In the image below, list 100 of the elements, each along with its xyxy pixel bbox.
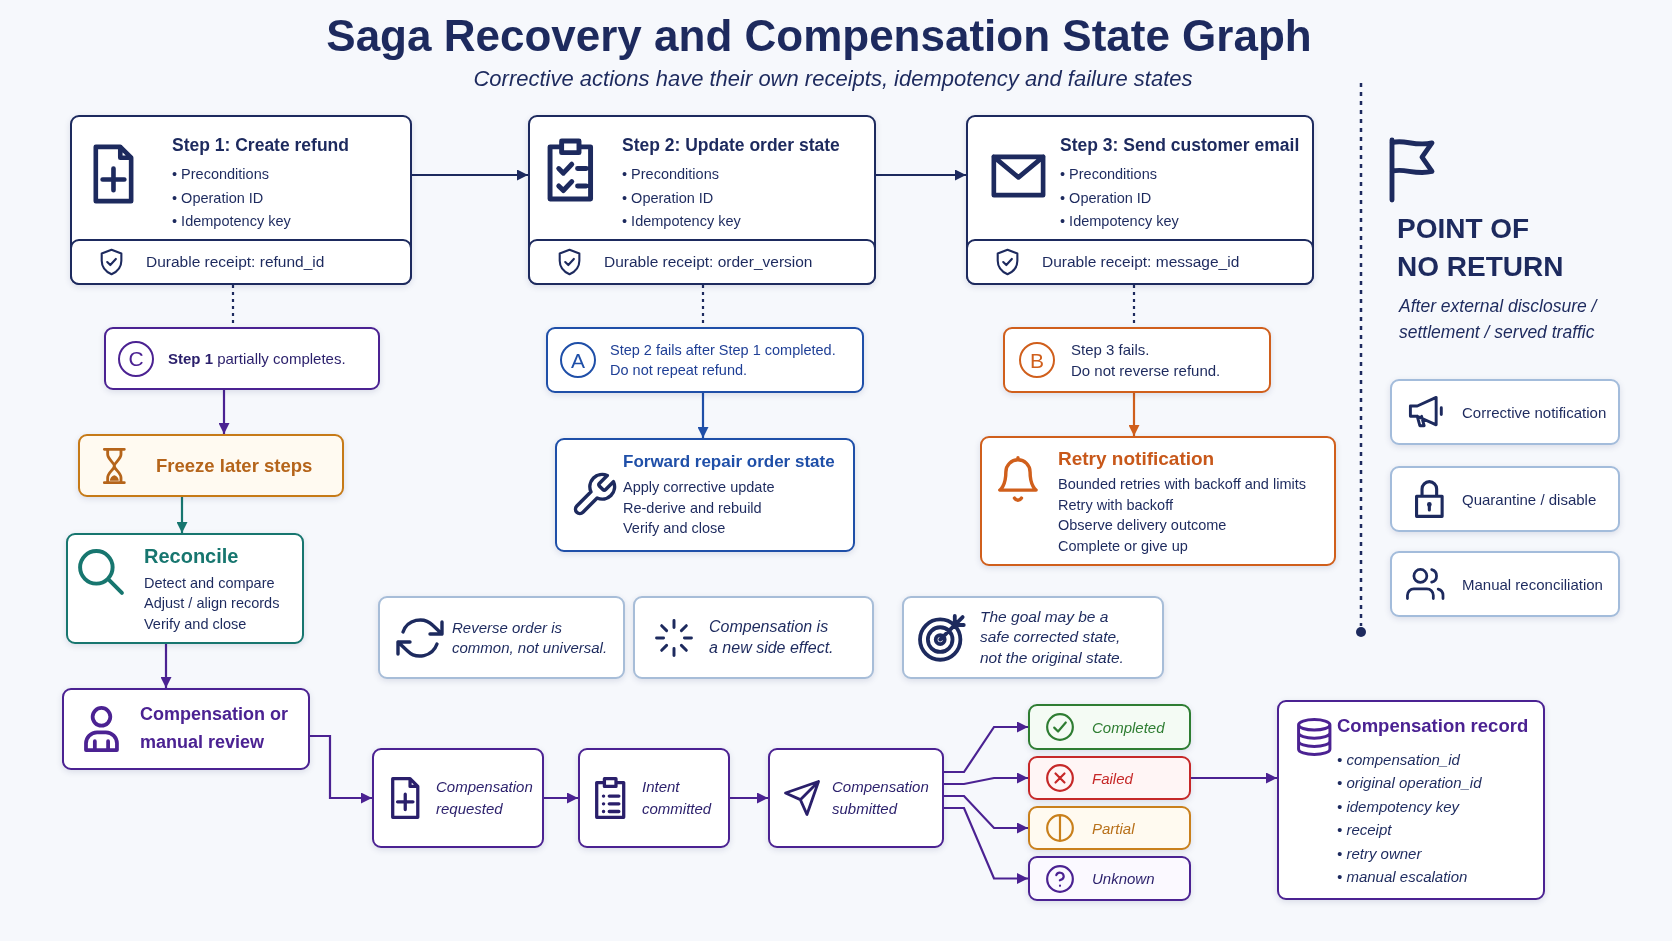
option-card bbox=[1390, 379, 1620, 445]
body-text: Apply corrective update bbox=[623, 478, 775, 498]
list-item: • Operation ID bbox=[622, 188, 714, 208]
arrow bbox=[944, 806, 1028, 884]
node-title: Freeze later steps bbox=[156, 453, 313, 478]
letter-badge: A bbox=[560, 342, 596, 378]
list-item: • Preconditions bbox=[1060, 165, 1157, 184]
outcome-box bbox=[1028, 704, 1191, 750]
body-text: Do not repeat refund. bbox=[610, 361, 748, 380]
node-title: Forward repair order state bbox=[623, 451, 835, 474]
list-item: • Idempotency key bbox=[622, 212, 741, 231]
body-text: Observe delivery outcome bbox=[1058, 516, 1227, 536]
node-label: Intent committed bbox=[642, 777, 713, 819]
arrow bbox=[944, 772, 1028, 786]
arrow bbox=[944, 721, 1028, 774]
receipt-band bbox=[528, 239, 876, 285]
arrow bbox=[544, 792, 578, 804]
body-text: Step 3 fails. bbox=[1071, 340, 1150, 360]
arrow bbox=[697, 393, 709, 438]
node-title: Step 2: Update order state bbox=[622, 134, 840, 157]
action-card bbox=[78, 434, 344, 497]
arrow bbox=[310, 734, 372, 804]
receipt-band bbox=[70, 239, 412, 285]
note-text: Reverse order is common, not universal. bbox=[452, 618, 609, 657]
body-text: Re-derive and rebuild bbox=[623, 498, 762, 518]
body-text: Durable receipt: message_id bbox=[1042, 252, 1240, 273]
body-text: Retry with backoff bbox=[1058, 495, 1173, 515]
arrow bbox=[176, 497, 188, 533]
body-text: Complete or give up bbox=[1058, 536, 1188, 556]
arrow bbox=[1128, 393, 1140, 436]
body-text: Do not reverse refund. bbox=[1071, 361, 1221, 381]
node-title: Step 1: Create refund bbox=[172, 134, 349, 157]
body-text: Adjust / align records bbox=[144, 594, 280, 614]
outcome-box bbox=[1028, 806, 1191, 850]
node-title: Compensation or manual review bbox=[140, 703, 289, 754]
receipt-band bbox=[966, 239, 1314, 285]
state-box bbox=[372, 748, 544, 848]
record-card bbox=[1277, 700, 1545, 900]
list-item: • Operation ID bbox=[1060, 188, 1152, 208]
option-card bbox=[1390, 466, 1620, 532]
list-item: • Idempotency key bbox=[1060, 212, 1179, 231]
node-label: Corrective notification bbox=[1462, 402, 1607, 423]
arrow bbox=[944, 794, 1028, 834]
list-item: • compensation_id bbox=[1337, 750, 1460, 770]
subtitle: Corrective actions have their own receipts, idempotency and failure states bbox=[473, 66, 1193, 92]
node-label: Partial bbox=[1092, 818, 1135, 839]
body-text: Durable receipt: refund_id bbox=[146, 252, 325, 273]
outcome-box bbox=[1028, 856, 1191, 901]
body-text: Verify and close bbox=[623, 519, 726, 539]
node-label: Compensation submitted bbox=[832, 777, 930, 819]
node-label: Unknown bbox=[1092, 869, 1155, 889]
node-title: Compensation record bbox=[1337, 714, 1529, 738]
note-card bbox=[633, 596, 874, 679]
list-item: • Operation ID bbox=[172, 188, 264, 208]
scenario-card bbox=[1003, 327, 1271, 393]
node-title: Reconcile bbox=[144, 543, 239, 569]
arrow bbox=[876, 169, 966, 181]
letter-badge: B bbox=[1019, 342, 1055, 378]
step-card bbox=[528, 115, 876, 285]
node-title: Step 3: Send customer email bbox=[1060, 134, 1300, 157]
node-title: Retry notification bbox=[1058, 446, 1215, 471]
action-card bbox=[62, 688, 310, 770]
note-text: After external disclosure / settlement / served traffic bbox=[1399, 295, 1599, 344]
list-item: • idempotency key bbox=[1337, 796, 1459, 817]
title: Saga Recovery and Compensation State Graph bbox=[326, 10, 1312, 62]
action-card bbox=[980, 436, 1336, 566]
action-card bbox=[66, 533, 304, 644]
action-card bbox=[555, 438, 855, 552]
body-text: Verify and close bbox=[144, 614, 247, 634]
body-text: Detect and compare bbox=[144, 573, 275, 593]
arrow bbox=[160, 644, 172, 688]
list-item: • manual escalation bbox=[1337, 867, 1468, 888]
node-label: Compensation requested bbox=[436, 777, 534, 819]
body-text: Step 1 partially completes. bbox=[168, 349, 346, 369]
note-text: Compensation is a new side effect. bbox=[709, 616, 835, 658]
list-item: • Idempotency key bbox=[172, 212, 291, 231]
scenario-card bbox=[546, 327, 864, 393]
arrow bbox=[730, 792, 768, 804]
option-card bbox=[1390, 551, 1620, 617]
arrow bbox=[1191, 772, 1277, 784]
letter-badge: C bbox=[118, 340, 154, 377]
list-item: • Preconditions bbox=[172, 165, 269, 184]
list-item: • retry owner bbox=[1337, 843, 1422, 864]
body-text: Step 2 fails after Step 1 completed. bbox=[610, 340, 836, 360]
body-text: Bounded retries with backoff and limits bbox=[1058, 475, 1306, 495]
node-label: Completed bbox=[1092, 717, 1165, 738]
node-label: Failed bbox=[1092, 768, 1133, 789]
node-label: Quarantine / disable bbox=[1462, 489, 1597, 510]
state-box bbox=[768, 748, 944, 848]
note-card bbox=[902, 596, 1164, 679]
state-box bbox=[578, 748, 730, 848]
note-card bbox=[378, 596, 625, 679]
outcome-box bbox=[1028, 756, 1191, 800]
list-item: • original operation_id bbox=[1337, 773, 1482, 794]
scenario-card bbox=[104, 327, 380, 390]
step-card bbox=[70, 115, 412, 285]
note-text: The goal may be a safe corrected state, not the original state. bbox=[980, 607, 1125, 668]
list-item: • receipt bbox=[1337, 820, 1392, 841]
section-heading: POINT OF NO RETURN bbox=[1397, 212, 1565, 284]
step-card bbox=[966, 115, 1314, 285]
